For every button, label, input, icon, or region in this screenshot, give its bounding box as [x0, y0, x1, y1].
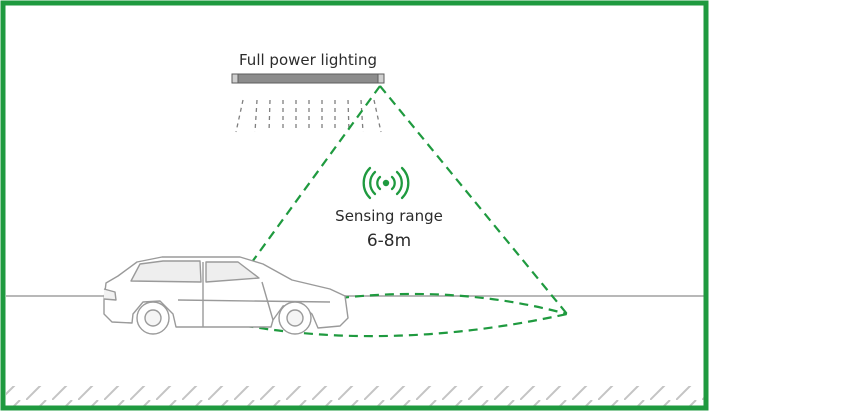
- frame-border: [0, 0, 709, 411]
- car-icon: [103, 256, 349, 335]
- sensing-range-label: Sensing range: [335, 207, 443, 225]
- sensing-range-value: 6-8m: [367, 231, 411, 251]
- sensing-cone: [214, 85, 568, 338]
- light-rays: [235, 99, 382, 133]
- ground-hatch: [6, 386, 706, 408]
- lamp-label: Full power lighting: [239, 51, 377, 69]
- light-fixture-icon: [231, 73, 385, 84]
- wireless-signal-icon: [362, 166, 410, 200]
